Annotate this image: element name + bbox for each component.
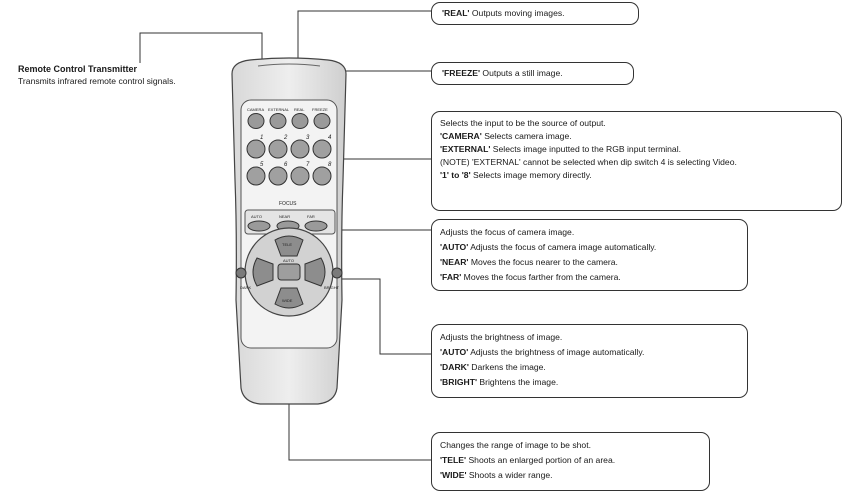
- number-label-1: 1: [260, 135, 263, 141]
- number-label-8: 8: [328, 162, 332, 168]
- freeze-text: Outputs a still image.: [480, 68, 563, 78]
- zoom-callout: Changes the range of image to be shot. '…: [431, 432, 710, 491]
- number-button-2[interactable]: [268, 139, 288, 159]
- focus-auto-key: 'AUTO': [440, 242, 469, 252]
- near-key: 'NEAR': [440, 257, 469, 267]
- near-text: Moves the focus nearer to the camera.: [468, 257, 618, 267]
- freeze-key: 'FREEZE': [442, 68, 480, 78]
- far-text: Moves the focus farther from the camera.: [461, 272, 621, 282]
- transmitter-description: Transmits infrared remote control signal…: [18, 76, 176, 86]
- number-button-5[interactable]: [246, 166, 266, 186]
- number-button-3[interactable]: [290, 139, 310, 159]
- left-side-knob: [235, 267, 247, 279]
- direction-pad: TELE WIDE DARK BRIGHT AUTO: [235, 227, 343, 317]
- bright-button[interactable]: [304, 257, 326, 287]
- wide-label: WIDE: [282, 298, 293, 303]
- focus-intro: Adjusts the focus of camera image.: [440, 227, 575, 237]
- bright-key: 'BRIGHT': [440, 377, 478, 387]
- number-label-5: 5: [260, 162, 264, 168]
- transmitter-title: Remote Control Transmitter: [18, 64, 138, 74]
- input-callout: Selects the input to be the source of ou…: [431, 111, 842, 211]
- dark-text: Darkens the image.: [468, 362, 546, 372]
- brightness-auto-key: 'AUTO': [440, 347, 469, 357]
- number-label-2: 2: [283, 135, 288, 141]
- external-note: (NOTE) 'EXTERNAL' cannot be selected whe…: [440, 157, 737, 167]
- brightness-auto-label: AUTO: [283, 258, 294, 263]
- tele-label: TELE: [282, 242, 292, 247]
- number-buttons: 1 2 3 4 5 6 7 8: [246, 135, 332, 186]
- real-text: Outputs moving images.: [469, 8, 565, 18]
- right-side-knob: [331, 267, 343, 279]
- freeze-button[interactable]: [313, 113, 331, 129]
- brightness-auto-text: Adjusts the brightness of image automati…: [468, 347, 645, 357]
- focus-callout: Adjusts the focus of camera image. 'AUTO…: [431, 219, 748, 291]
- number-label-7: 7: [306, 162, 310, 168]
- real-button-label: REAL: [294, 107, 305, 112]
- number-label-6: 6: [284, 162, 288, 168]
- freeze-button-label: FREEZE: [312, 107, 328, 112]
- far-key: 'FAR': [440, 272, 462, 282]
- top-buttons: CAMERA EXTERNAL REAL FREEZE: [247, 107, 331, 129]
- camera-text: Selects camera image.: [481, 131, 572, 141]
- brightness-auto-button[interactable]: [277, 263, 301, 281]
- wide-key: 'WIDE': [440, 470, 467, 480]
- number-label-3: 3: [306, 135, 310, 141]
- camera-button-label: CAMERA: [247, 107, 264, 112]
- dark-button[interactable]: [252, 257, 274, 287]
- focus-far-button[interactable]: [304, 220, 328, 232]
- wide-button[interactable]: [274, 287, 304, 309]
- external-button-label: EXTERNAL: [268, 107, 290, 112]
- tele-button[interactable]: [274, 235, 304, 257]
- tele-key: 'TELE': [440, 455, 467, 465]
- tele-text: Shoots an enlarged portion of an area.: [466, 455, 616, 465]
- dark-label: DARK: [240, 285, 251, 290]
- number-button-7[interactable]: [290, 166, 310, 186]
- external-key: 'EXTERNAL': [440, 144, 491, 154]
- number-button-1[interactable]: [246, 139, 266, 159]
- input-intro: Selects the input to be the source of ou…: [440, 118, 606, 128]
- focus-group: FOCUS AUTO NEAR FAR: [244, 201, 336, 235]
- numbers-key: '1' to '8': [440, 170, 471, 180]
- number-label-4: 4: [328, 135, 332, 141]
- number-button-4[interactable]: [312, 139, 332, 159]
- brightness-leader-line: [338, 278, 431, 355]
- bright-text: Brightens the image.: [477, 377, 559, 387]
- number-button-8[interactable]: [312, 166, 332, 186]
- dark-key: 'DARK': [440, 362, 469, 372]
- focus-far-label: FAR: [307, 214, 315, 219]
- focus-near-label: NEAR: [279, 214, 290, 219]
- real-button[interactable]: [291, 113, 309, 129]
- transmitter-leader-line: [139, 32, 263, 66]
- camera-key: 'CAMERA': [440, 131, 482, 141]
- camera-button[interactable]: [247, 113, 265, 129]
- focus-auto-button[interactable]: [247, 220, 271, 232]
- real-key: 'REAL': [442, 8, 470, 18]
- focus-auto-text: Adjusts the focus of camera image automa…: [468, 242, 657, 252]
- numbers-text: Selects image memory directly.: [470, 170, 592, 180]
- freeze-callout: 'FREEZE' Outputs a still image.: [431, 62, 634, 85]
- brightness-callout: Adjusts the brightness of image. 'AUTO' …: [431, 324, 748, 398]
- transmitter-callout: Remote Control Transmitter Transmits inf…: [18, 63, 208, 87]
- bright-label: BRIGHT: [324, 285, 340, 290]
- zoom-intro: Changes the range of image to be shot.: [440, 440, 591, 450]
- wide-text: Shoots a wider range.: [466, 470, 553, 480]
- number-button-6[interactable]: [268, 166, 288, 186]
- brightness-intro: Adjusts the brightness of image.: [440, 332, 563, 342]
- external-text: Selects image inputted to the RGB input …: [490, 144, 682, 154]
- focus-auto-label: AUTO: [251, 214, 262, 219]
- focus-label: FOCUS: [279, 201, 297, 207]
- external-button[interactable]: [269, 113, 287, 129]
- real-callout: 'REAL' Outputs moving images.: [431, 2, 639, 25]
